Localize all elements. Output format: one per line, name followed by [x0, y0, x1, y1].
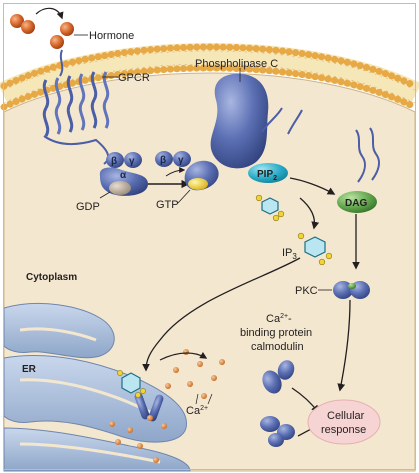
gamma-label-free: γ: [178, 155, 184, 166]
beta-label-bound: β: [111, 156, 117, 167]
beta-subunit-bound: [106, 152, 124, 168]
pip2-label: PIP2: [257, 169, 277, 182]
pkc-protein: [333, 281, 370, 299]
alpha-label-bound: α: [120, 170, 127, 181]
phospholipase-c: [210, 73, 269, 169]
dag-label: DAG: [345, 198, 367, 209]
membrane-outer-heads: [0, 43, 419, 90]
gtp-leader: [177, 189, 191, 204]
membrane-lipid-lines: [3, 50, 416, 91]
g-protein-bound: [99, 152, 148, 196]
phospholipase-c-label: Phospholipase C: [195, 58, 278, 70]
cellular-response-bubble: [307, 399, 381, 445]
gamma-subunit-free: [173, 151, 191, 167]
calmodulin-label-1: Ca2+-: [266, 313, 292, 325]
hormone-label: Hormone: [89, 30, 134, 42]
figure-border: [3, 3, 416, 470]
calmodulin-protein-2: [260, 416, 295, 447]
pkc-label: PKC: [295, 285, 318, 297]
calmodulin-protein-1: [262, 360, 295, 394]
beta-label-free: β: [160, 155, 166, 166]
cellular-response-line1: Cellular: [327, 410, 365, 422]
hormone-molecule-2: [21, 20, 35, 34]
gamma-subunit-bound: [124, 152, 142, 168]
inositol-ring-pip2: [255, 194, 285, 222]
ca-ion-label: Ca2+: [186, 405, 208, 417]
ca-release-arrow: [159, 351, 208, 361]
beta-gamma-release-arrow: [165, 167, 186, 177]
ip3-to-er-arrow: [142, 257, 301, 372]
gdp-label: GDP: [76, 201, 100, 213]
hormone-molecule-4: [50, 35, 64, 49]
cytoplasm-label: Cytoplasm: [26, 272, 77, 283]
membrane-tails: [0, 43, 419, 109]
pip2-to-ip3-arrow: [299, 197, 320, 230]
gtp-label: GTP: [156, 199, 179, 211]
cellular-response-line2: response: [321, 424, 366, 436]
membrane-inner-heads: [0, 64, 419, 111]
hormone-molecule-1: [10, 14, 24, 28]
gpcr-n-terminus: [59, 49, 64, 77]
ip3-gated-channel: [117, 370, 164, 422]
calmodulin-label-2: binding protein: [240, 327, 312, 339]
gdp-leader: [99, 191, 111, 199]
endoplasmic-reticulum: [3, 303, 191, 472]
gtp-molecule: [188, 178, 208, 190]
pkc-to-response-arrow: [337, 299, 351, 392]
ip3-label: IP3: [282, 247, 297, 261]
gamma-label-bound: γ: [129, 156, 135, 167]
beta-subunit-free: [155, 151, 173, 167]
pip2-molecule: [248, 163, 288, 183]
hormone-arrow: [35, 7, 64, 20]
hormone-molecule-3: [60, 22, 74, 36]
ip3-molecule: [297, 232, 333, 266]
er-label: ER: [22, 364, 37, 375]
gpcr-label: GPCR: [118, 72, 150, 84]
gdp-molecule: [109, 181, 131, 195]
dag-molecule: [337, 191, 377, 213]
pip2-to-dag-arrow: [289, 177, 336, 195]
calmodulin-label-3: calmodulin: [251, 341, 304, 353]
